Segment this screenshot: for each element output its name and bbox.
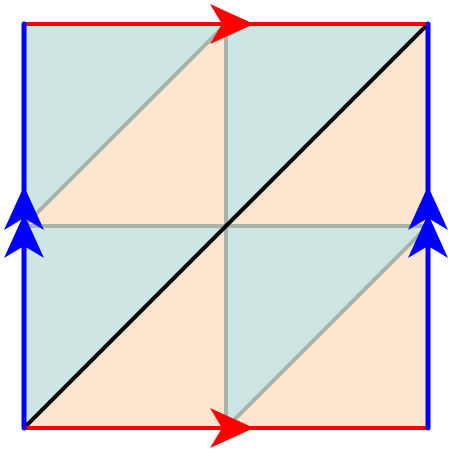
grid-diagonal-bottom-right bbox=[224, 224, 430, 430]
main-diagonal bbox=[22, 22, 430, 430]
bottom-edge-arrow-icon bbox=[210, 408, 254, 448]
vertical-edge-arrows bbox=[4, 186, 448, 258]
grid-diagonal-top-left bbox=[22, 22, 228, 228]
right-edge-upper-arrow-icon bbox=[408, 186, 448, 230]
left-edge-upper-arrow-icon bbox=[4, 186, 44, 230]
right-edge-lower-arrow-icon bbox=[408, 214, 448, 258]
top-edge-arrow-icon bbox=[210, 4, 254, 44]
horizontal-edge-arrows bbox=[210, 4, 254, 448]
left-edge-lower-arrow-icon bbox=[4, 214, 44, 258]
